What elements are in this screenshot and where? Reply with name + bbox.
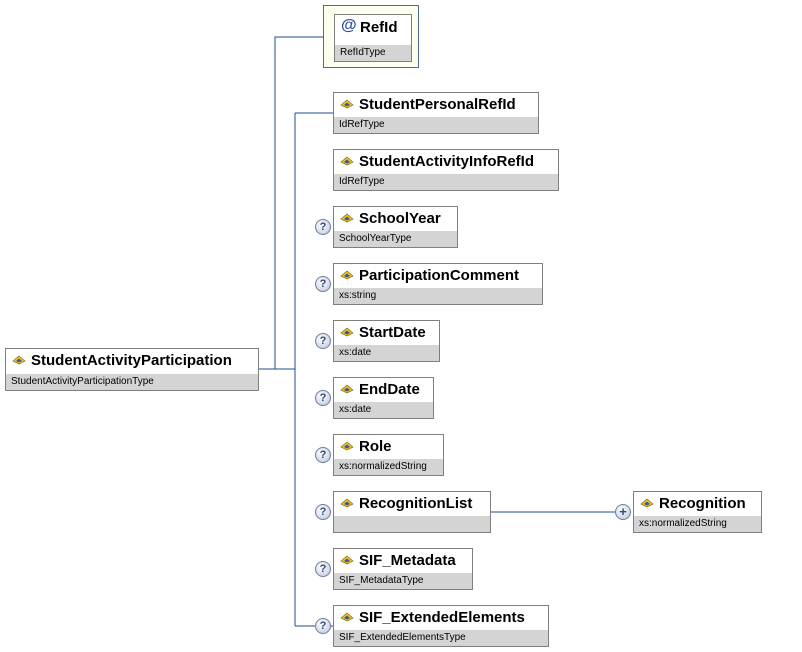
- root-name: StudentActivityParticipation: [31, 352, 232, 369]
- child-role[interactable]: Role xs:normalizedString: [333, 434, 444, 476]
- child-participation-comment[interactable]: ParticipationComment xs:string: [333, 263, 543, 305]
- attribute-name: RefId: [360, 19, 398, 36]
- optional-icon: ?: [315, 618, 331, 634]
- element-name: EndDate: [359, 381, 420, 398]
- element-type: IdRefType: [334, 174, 558, 190]
- element-type: xs:string: [334, 288, 542, 304]
- element-type: SIF_ExtendedElementsType: [334, 630, 548, 646]
- element-name: RecognitionList: [359, 495, 473, 512]
- element-name: ParticipationComment: [359, 267, 520, 284]
- element-icon: [340, 555, 354, 565]
- element-icon: [340, 156, 354, 166]
- element-icon: [340, 327, 354, 337]
- element-name: SIF_ExtendedElements: [359, 609, 525, 626]
- attribute-refid[interactable]: @ RefId RefIdType: [334, 14, 412, 62]
- element-type: xs:normalizedString: [334, 459, 443, 475]
- element-icon: [340, 441, 354, 451]
- repeatable-icon: +: [615, 504, 631, 520]
- child-end-date[interactable]: EndDate xs:date: [333, 377, 434, 419]
- element-icon: [640, 498, 654, 508]
- child-school-year[interactable]: SchoolYear SchoolYearType: [333, 206, 458, 248]
- optional-icon: ?: [315, 333, 331, 349]
- element-icon: [340, 213, 354, 223]
- child-student-personal-ref-id[interactable]: StudentPersonalRefId IdRefType: [333, 92, 539, 134]
- element-icon: [340, 99, 354, 109]
- element-name: Recognition: [659, 495, 746, 512]
- element-name: StartDate: [359, 324, 426, 341]
- element-icon: [340, 498, 354, 508]
- root-element[interactable]: StudentActivityParticipation StudentActi…: [5, 348, 259, 391]
- child-sif-extended-elements[interactable]: SIF_ExtendedElements SIF_ExtendedElement…: [333, 605, 549, 647]
- element-name: StudentPersonalRefId: [359, 96, 516, 113]
- element-name: SIF_Metadata: [359, 552, 456, 569]
- element-type: SchoolYearType: [334, 231, 457, 247]
- attribute-type: RefIdType: [335, 45, 411, 61]
- child-start-date[interactable]: StartDate xs:date: [333, 320, 440, 362]
- grandchild-recognition[interactable]: Recognition xs:normalizedString: [633, 491, 762, 533]
- optional-icon: ?: [315, 504, 331, 520]
- attribute-icon: @: [341, 17, 357, 34]
- optional-icon: ?: [315, 447, 331, 463]
- element-name: StudentActivityInfoRefId: [359, 153, 534, 170]
- element-icon: [340, 270, 354, 280]
- optional-icon: ?: [315, 390, 331, 406]
- root-type: StudentActivityParticipationType: [6, 374, 258, 390]
- child-student-activity-info-ref-id[interactable]: StudentActivityInfoRefId IdRefType: [333, 149, 559, 191]
- element-name: Role: [359, 438, 392, 455]
- child-sif-metadata[interactable]: SIF_Metadata SIF_MetadataType: [333, 548, 473, 590]
- element-type: SIF_MetadataType: [334, 573, 472, 589]
- element-icon: [340, 384, 354, 394]
- element-type: xs:date: [334, 402, 433, 418]
- optional-icon: ?: [315, 276, 331, 292]
- element-icon: [340, 612, 354, 622]
- optional-icon: ?: [315, 219, 331, 235]
- element-type: xs:normalizedString: [634, 516, 761, 532]
- attribute-refid-frame: @ RefId RefIdType: [323, 5, 419, 68]
- element-icon: [12, 355, 26, 365]
- element-type: xs:date: [334, 345, 439, 361]
- element-name: SchoolYear: [359, 210, 441, 227]
- optional-icon: ?: [315, 561, 331, 577]
- element-type: [334, 516, 490, 532]
- element-type: IdRefType: [334, 117, 538, 133]
- child-recognition-list[interactable]: RecognitionList: [333, 491, 491, 533]
